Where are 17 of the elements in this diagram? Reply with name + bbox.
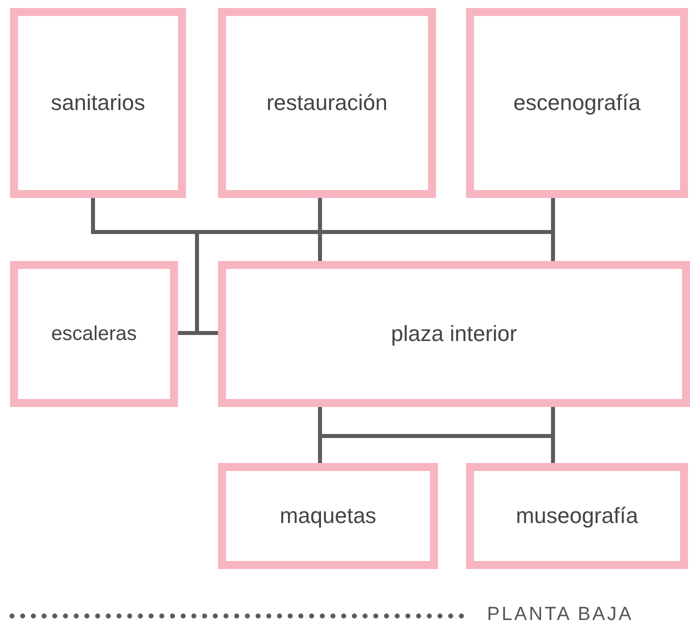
room-label: museografía [516,503,638,529]
room-label: plaza interior [391,321,517,347]
floor-label: PLANTA BAJA [487,604,634,626]
room-box [218,8,436,198]
room-label: escenografía [513,90,641,116]
room-box [466,463,688,569]
room-box [466,8,688,198]
connector-line [318,434,555,463]
room-box [10,261,178,407]
room-label: restauración [266,90,388,116]
room-label: sanitarios [50,90,146,116]
room-label: escaleras [51,322,137,346]
connector-line [318,198,322,261]
room-box [218,261,690,407]
room-box [10,8,186,198]
room-label: maquetas [280,503,376,529]
room-box [218,463,438,569]
